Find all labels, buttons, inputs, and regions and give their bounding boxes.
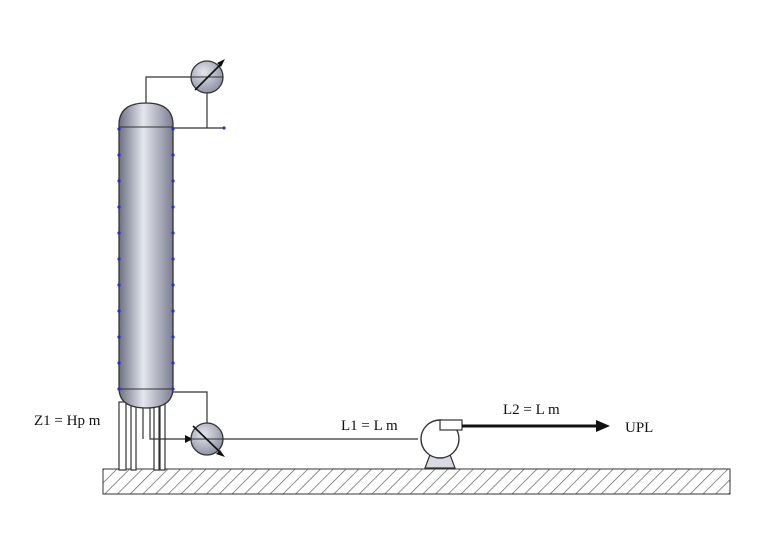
- pipe-length-l1-label: L1 = L m: [341, 418, 398, 434]
- tray-marker: [117, 309, 121, 313]
- destination-label: UPL: [625, 420, 653, 436]
- ground-base: [102, 468, 731, 495]
- tray-marker: [171, 387, 175, 391]
- tray-marker: [117, 127, 121, 131]
- distillate-outlet-marker: [222, 126, 226, 130]
- tray-marker: [117, 153, 121, 157]
- column-supports: [118, 401, 166, 471]
- tray-marker: [171, 335, 175, 339]
- tray-marker: [171, 205, 175, 209]
- pipe-length-l2-label: L2 = L m: [503, 402, 560, 418]
- tray-marker: [171, 361, 175, 365]
- tray-marker: [117, 179, 121, 183]
- tray-markers: [117, 127, 175, 391]
- reboiler-icon: [190, 422, 225, 457]
- reboiler-inlet-arrow-icon: [185, 435, 193, 443]
- tray-marker: [117, 361, 121, 365]
- condenser-icon: [190, 59, 225, 94]
- tray-marker: [117, 231, 121, 235]
- centrifugal-pump-icon: [420, 419, 463, 469]
- tray-marker: [117, 205, 121, 209]
- tray-marker: [171, 283, 175, 287]
- tray-marker: [117, 387, 121, 391]
- tray-marker: [117, 257, 121, 261]
- tray-marker: [171, 257, 175, 261]
- tray-marker: [171, 231, 175, 235]
- column-height-label: Z1 = Hp m: [34, 413, 101, 429]
- tray-marker: [171, 309, 175, 313]
- distillation-column: [117, 102, 175, 409]
- tray-marker: [171, 179, 175, 183]
- overhead-piping: [145, 76, 224, 129]
- tray-marker: [117, 283, 121, 287]
- tray-marker: [117, 335, 121, 339]
- bottoms-piping: [142, 391, 418, 440]
- tray-marker: [171, 153, 175, 157]
- arrow-right-icon: [596, 420, 610, 432]
